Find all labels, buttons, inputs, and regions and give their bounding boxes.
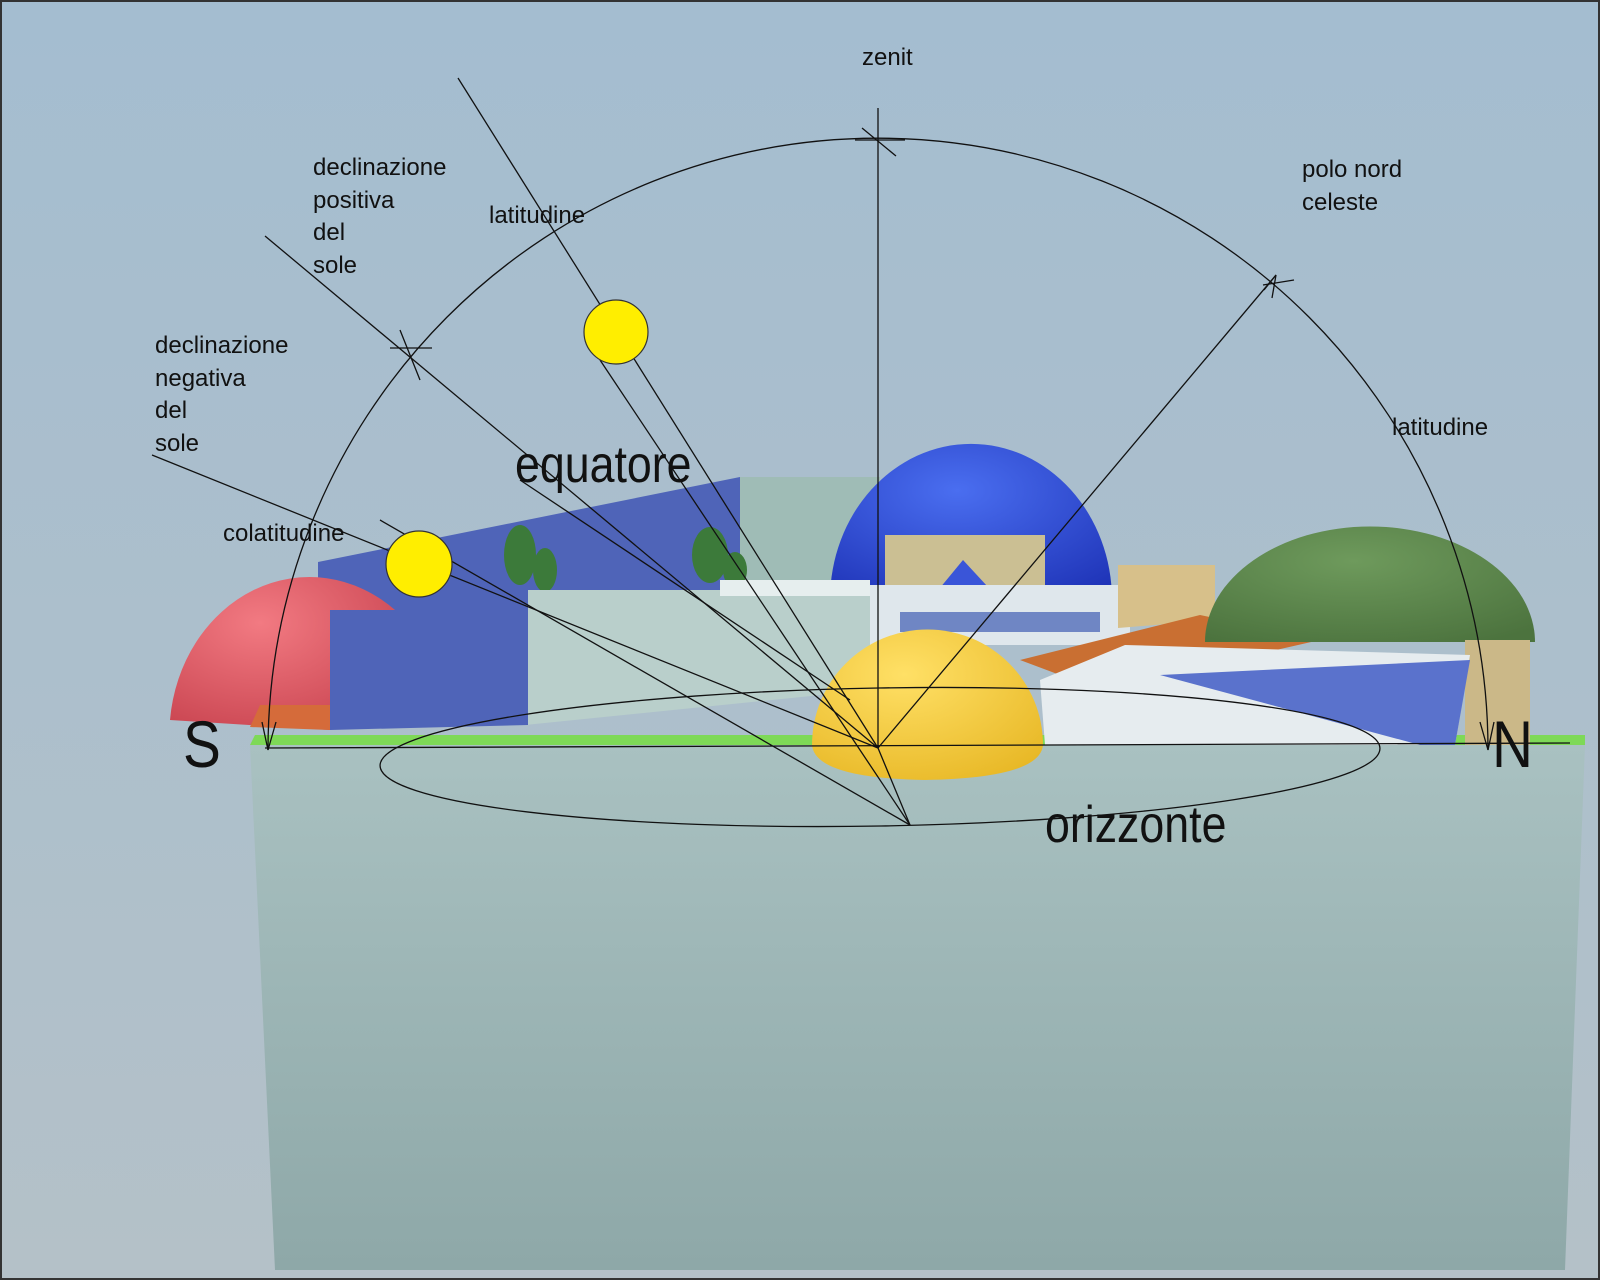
sun-negative-declination <box>385 530 453 598</box>
colatitude-label: colatitudine <box>223 520 345 547</box>
north-arrowhead <box>1479 721 1495 751</box>
zenit-label: zenit <box>862 44 913 71</box>
red-dome <box>170 576 395 730</box>
north-celestial-pole-label: polo nord celeste <box>1302 156 1403 216</box>
horizon-line <box>264 742 1571 749</box>
platform-block <box>250 745 1585 1270</box>
sphere-lines <box>151 77 1571 828</box>
red-dome-base <box>250 705 330 730</box>
pole-arrowhead <box>1263 274 1277 299</box>
south-label: S <box>183 707 221 781</box>
north-label: N <box>1492 707 1533 781</box>
polar-axis <box>877 274 1277 749</box>
negative-declination-line <box>151 454 879 749</box>
green-dome <box>1205 526 1535 642</box>
middle-wall-top <box>720 580 870 596</box>
aux-line <box>519 479 851 701</box>
yellow-dome <box>812 629 1043 780</box>
sun-ray-2 <box>379 519 911 826</box>
decl-tick-2 <box>399 329 421 381</box>
green-dome-support <box>1465 640 1530 745</box>
zenith-tick-2 <box>861 127 897 157</box>
right-box-window <box>900 612 1100 632</box>
equator-line <box>457 77 879 749</box>
negative-declination-label: declinazione negativa del sole <box>155 332 289 457</box>
left-wall-blue <box>328 590 528 730</box>
positive-declination-label: declinazione positiva del sole <box>313 154 447 279</box>
latitude-right-label: latitudine <box>1392 414 1489 441</box>
positive-declination-line <box>264 235 879 749</box>
plant-shapes <box>504 525 747 592</box>
wooden-box <box>1118 565 1215 628</box>
horizon-ellipse <box>379 686 1381 828</box>
short-ray <box>877 747 911 826</box>
sun-positive-declination <box>583 299 649 365</box>
equator-label: equatore <box>515 436 692 494</box>
latitude-left-label: latitudine <box>489 202 586 229</box>
sun-ray-1 <box>599 359 911 826</box>
horizon-label: orizzonte <box>1045 796 1227 854</box>
south-arrowhead <box>261 721 277 751</box>
slanted-building-glass <box>1160 660 1470 745</box>
